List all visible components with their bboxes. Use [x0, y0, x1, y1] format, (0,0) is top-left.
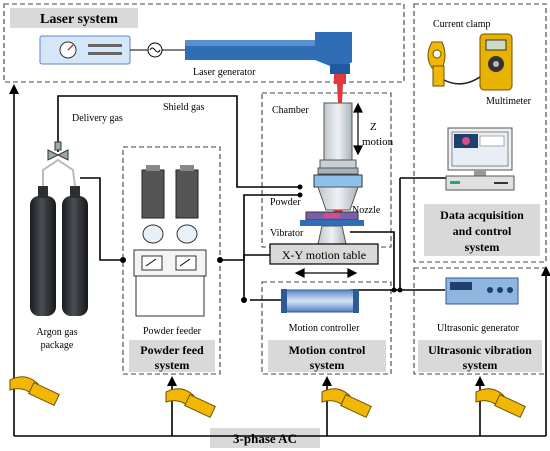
laser-generator-label: Laser generator — [193, 67, 256, 78]
powder-feed-title-1: Powder feed — [140, 343, 204, 357]
powder-feed-title-2: system — [155, 358, 190, 372]
x-motion-arrow — [294, 268, 358, 278]
multimeter-label: Multimeter — [486, 96, 532, 107]
substrate — [300, 211, 364, 245]
clamp-cable — [443, 73, 485, 85]
motion-control-title-2: system — [310, 358, 345, 372]
bus-clamp-icon-4 — [475, 388, 526, 419]
motion-control-title-1: Motion control — [289, 343, 366, 357]
laser-generator-icon — [39, 32, 352, 74]
laser-head — [313, 102, 363, 218]
z-axis-label: Z — [370, 121, 377, 133]
shield-gas-label: Shield gas — [163, 102, 204, 113]
ultrasonic-title-2: system — [463, 358, 498, 372]
data-acq-system-box — [413, 3, 547, 263]
z-motion-arrow — [353, 102, 363, 156]
computer-icon — [445, 127, 515, 191]
xy-table — [269, 243, 379, 265]
delivery-gas-label: Delivery gas — [72, 113, 123, 124]
data-acq-title-1: Data acquisition — [440, 208, 524, 222]
motion-controller-icon — [281, 289, 359, 313]
vibrator-label: Vibrator — [270, 228, 304, 239]
bus-clamp-icon-1 — [9, 376, 60, 407]
powder-label: Powder — [270, 197, 301, 208]
powder-feed-title-box — [129, 340, 215, 372]
xy-table-label: X-Y motion table — [282, 248, 366, 262]
ultrasonic-title-box — [418, 340, 542, 372]
data-acq-title-2: and control — [453, 224, 512, 238]
ultrasonic-title-1: Ultrasonic vibration — [428, 343, 532, 357]
laser-title-box — [10, 8, 138, 28]
laser-beam — [334, 74, 346, 103]
power-title: 3-phase AC — [233, 431, 297, 446]
wiring-arrows — [9, 84, 550, 386]
power-title-box — [210, 428, 320, 448]
argon-label-2: package — [41, 340, 74, 351]
nozzle-label: Nozzle — [352, 205, 381, 216]
motion-controller-label: Motion controller — [289, 323, 360, 334]
laser-title: Laser system — [40, 12, 118, 27]
motion-control-system-box — [261, 281, 392, 375]
current-clamp-icon — [427, 41, 446, 87]
chamber-label: Chamber — [272, 105, 309, 116]
bus-clamp-icon-3 — [321, 388, 372, 419]
ultrasonic-generator-label: Ultrasonic generator — [437, 323, 520, 334]
multimeter-icon — [479, 33, 513, 91]
current-clamp-label: Current clamp — [433, 19, 490, 30]
argon-label-1: Argon gas — [36, 327, 77, 338]
powder-feeder-label: Powder feeder — [143, 326, 202, 337]
valve-icon — [47, 141, 69, 161]
bus-clamp-icon-2 — [165, 388, 216, 419]
ultrasonic-generator-icon — [445, 277, 519, 305]
z-motion-label: motion — [362, 136, 394, 148]
data-acq-title-3: system — [465, 240, 500, 254]
laser-system-box — [3, 3, 405, 83]
gas-cylinder-icon — [30, 158, 88, 316]
powder-feeder-icon — [133, 165, 207, 317]
data-acq-title-box — [424, 204, 540, 256]
wire-junctions — [120, 184, 403, 303]
wiring — [13, 90, 547, 437]
motion-control-title-box — [268, 340, 386, 372]
